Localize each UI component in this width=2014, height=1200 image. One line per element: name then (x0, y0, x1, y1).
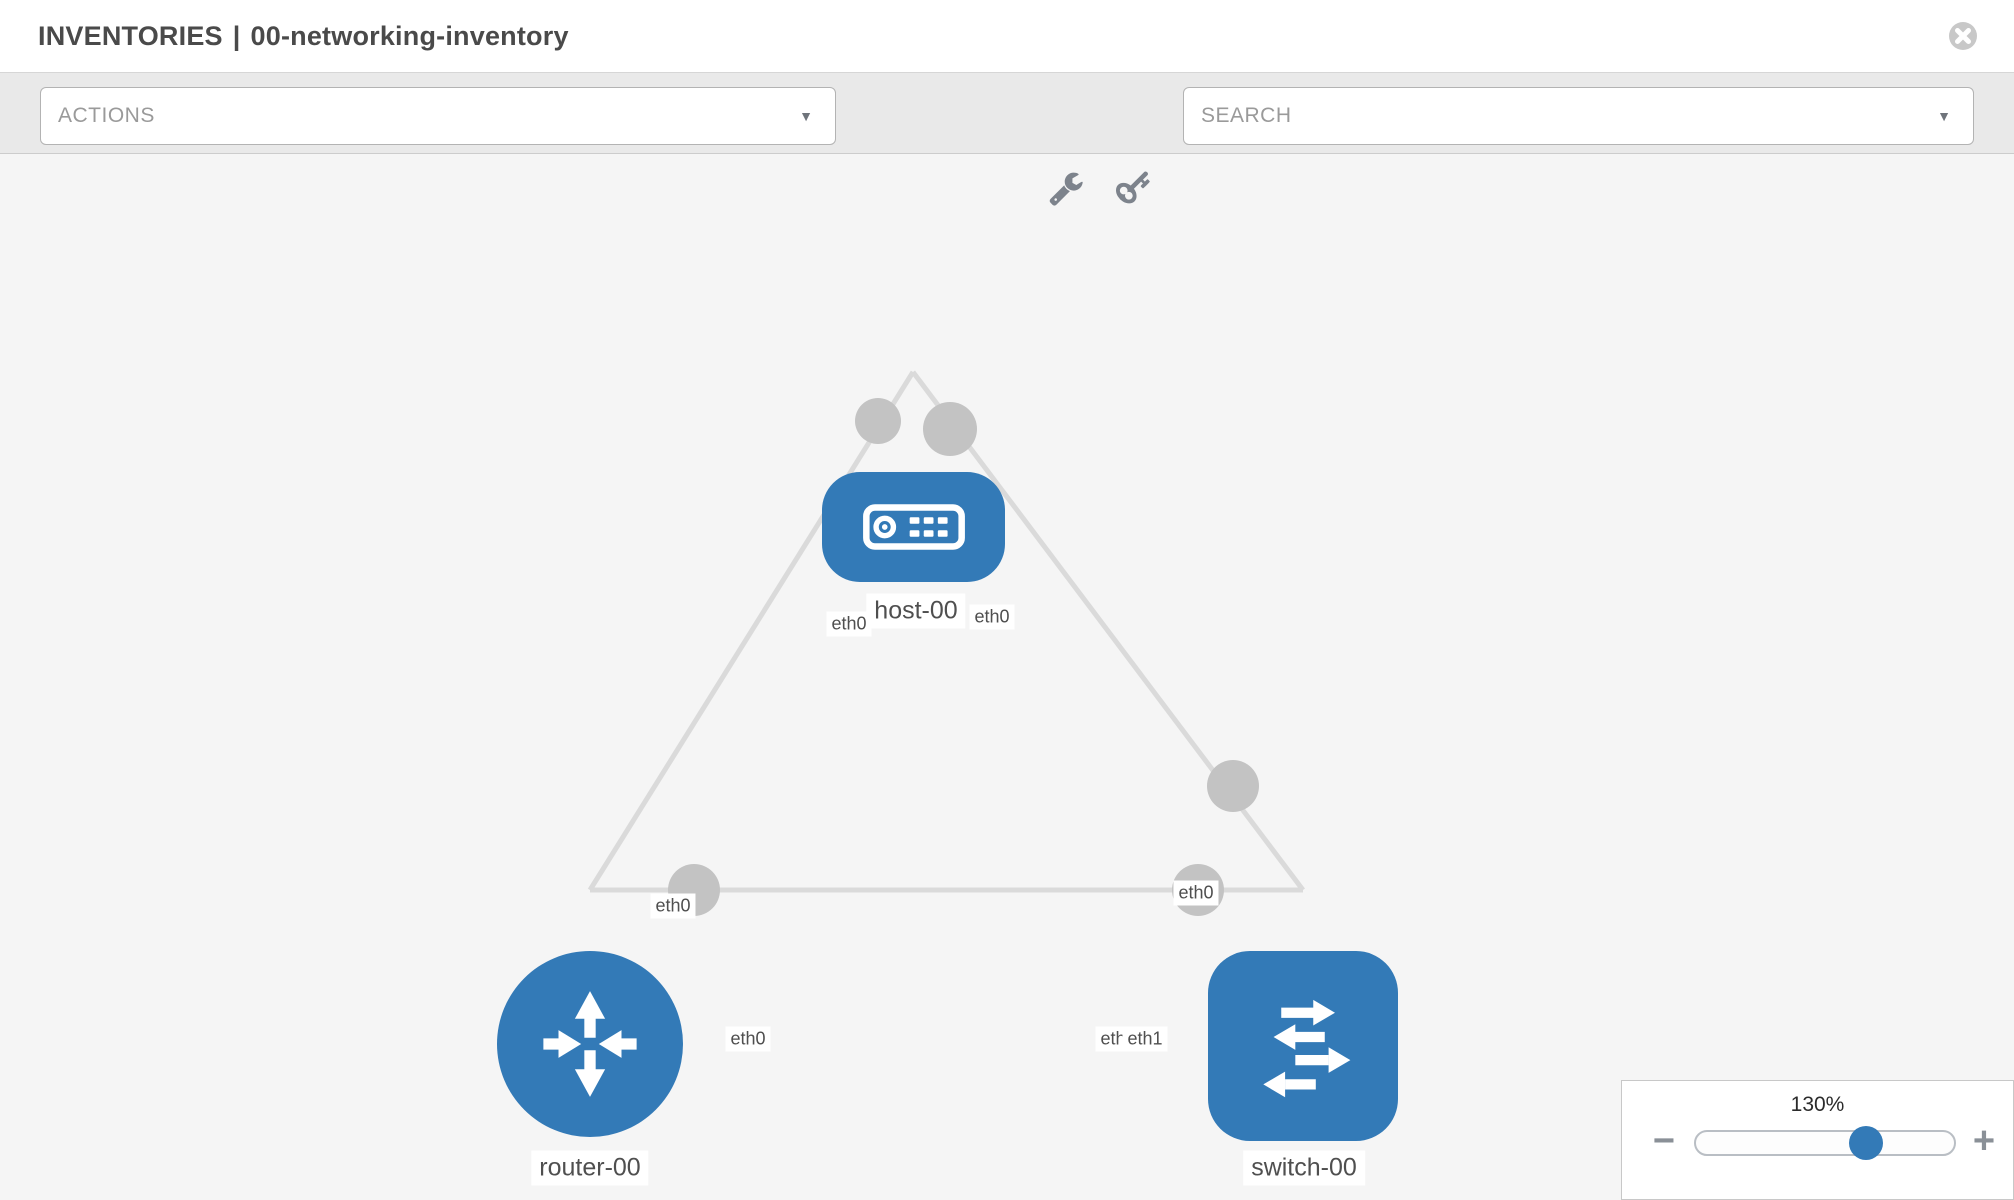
search-dropdown[interactable]: ▼ (1183, 87, 1974, 145)
topology-canvas[interactable]: host-00 router-00 switch-00 eth0 eth0 et… (0, 154, 2014, 1200)
caret-down-icon: ▼ (1937, 108, 1951, 124)
iface-label-bottom-left: eth0 (725, 1026, 771, 1052)
header: INVENTORIES | 00-networking-inventory (0, 0, 2014, 72)
interface-connector (923, 402, 977, 456)
toolbar: ACTIONS ▼ ▼ (0, 72, 2014, 206)
zoom-panel: 130% − + (1621, 1080, 2014, 1200)
zoom-out-button[interactable]: − (1642, 1119, 1686, 1163)
breadcrumb-separator: | (232, 20, 241, 51)
iface-label-bottom-right: eth1 (1122, 1026, 1168, 1052)
search-input[interactable] (1184, 88, 1909, 144)
node-switch-00[interactable] (1208, 951, 1398, 1141)
caret-down-icon: ▼ (799, 108, 813, 124)
zoom-in-button[interactable]: + (1962, 1119, 2006, 1163)
actions-dropdown-label: ACTIONS (58, 104, 155, 127)
zoom-slider[interactable] (1694, 1126, 1956, 1160)
close-button[interactable] (1948, 21, 1978, 51)
node-label-switch: switch-00 (1243, 1150, 1365, 1186)
iface-label-host-left: eth0 (826, 611, 872, 637)
interface-connector (1207, 760, 1259, 812)
breadcrumb-section: INVENTORIES (38, 20, 223, 51)
zoom-level: 130% (1790, 1093, 1845, 1116)
key-icon (1116, 170, 1150, 203)
iface-label-host-right: eth0 (969, 604, 1015, 630)
node-host-00[interactable] (822, 472, 1005, 582)
iface-label-switch-top: eth0 (1173, 880, 1219, 906)
iface-label-router-top: eth0 (650, 893, 696, 919)
router-icon (543, 991, 637, 1097)
page-title: INVENTORIES | 00-networking-inventory (38, 0, 569, 72)
actions-dropdown[interactable]: ACTIONS ▼ (40, 87, 836, 145)
interface-connector (855, 398, 901, 444)
node-label-host: host-00 (866, 593, 966, 629)
node-label-router: router-00 (531, 1150, 649, 1186)
host-icon (862, 504, 965, 550)
switch-icon (1263, 999, 1351, 1098)
wrench-icon (1049, 172, 1083, 206)
topology-links (587, 370, 1305, 916)
zoom-slider-thumb[interactable] (1849, 1126, 1883, 1160)
breadcrumb-item: 00-networking-inventory (250, 20, 569, 51)
key-button[interactable] (1114, 169, 1154, 209)
close-icon (1949, 22, 1977, 50)
node-router-00[interactable] (497, 951, 683, 1137)
wrench-button[interactable] (1046, 169, 1086, 209)
